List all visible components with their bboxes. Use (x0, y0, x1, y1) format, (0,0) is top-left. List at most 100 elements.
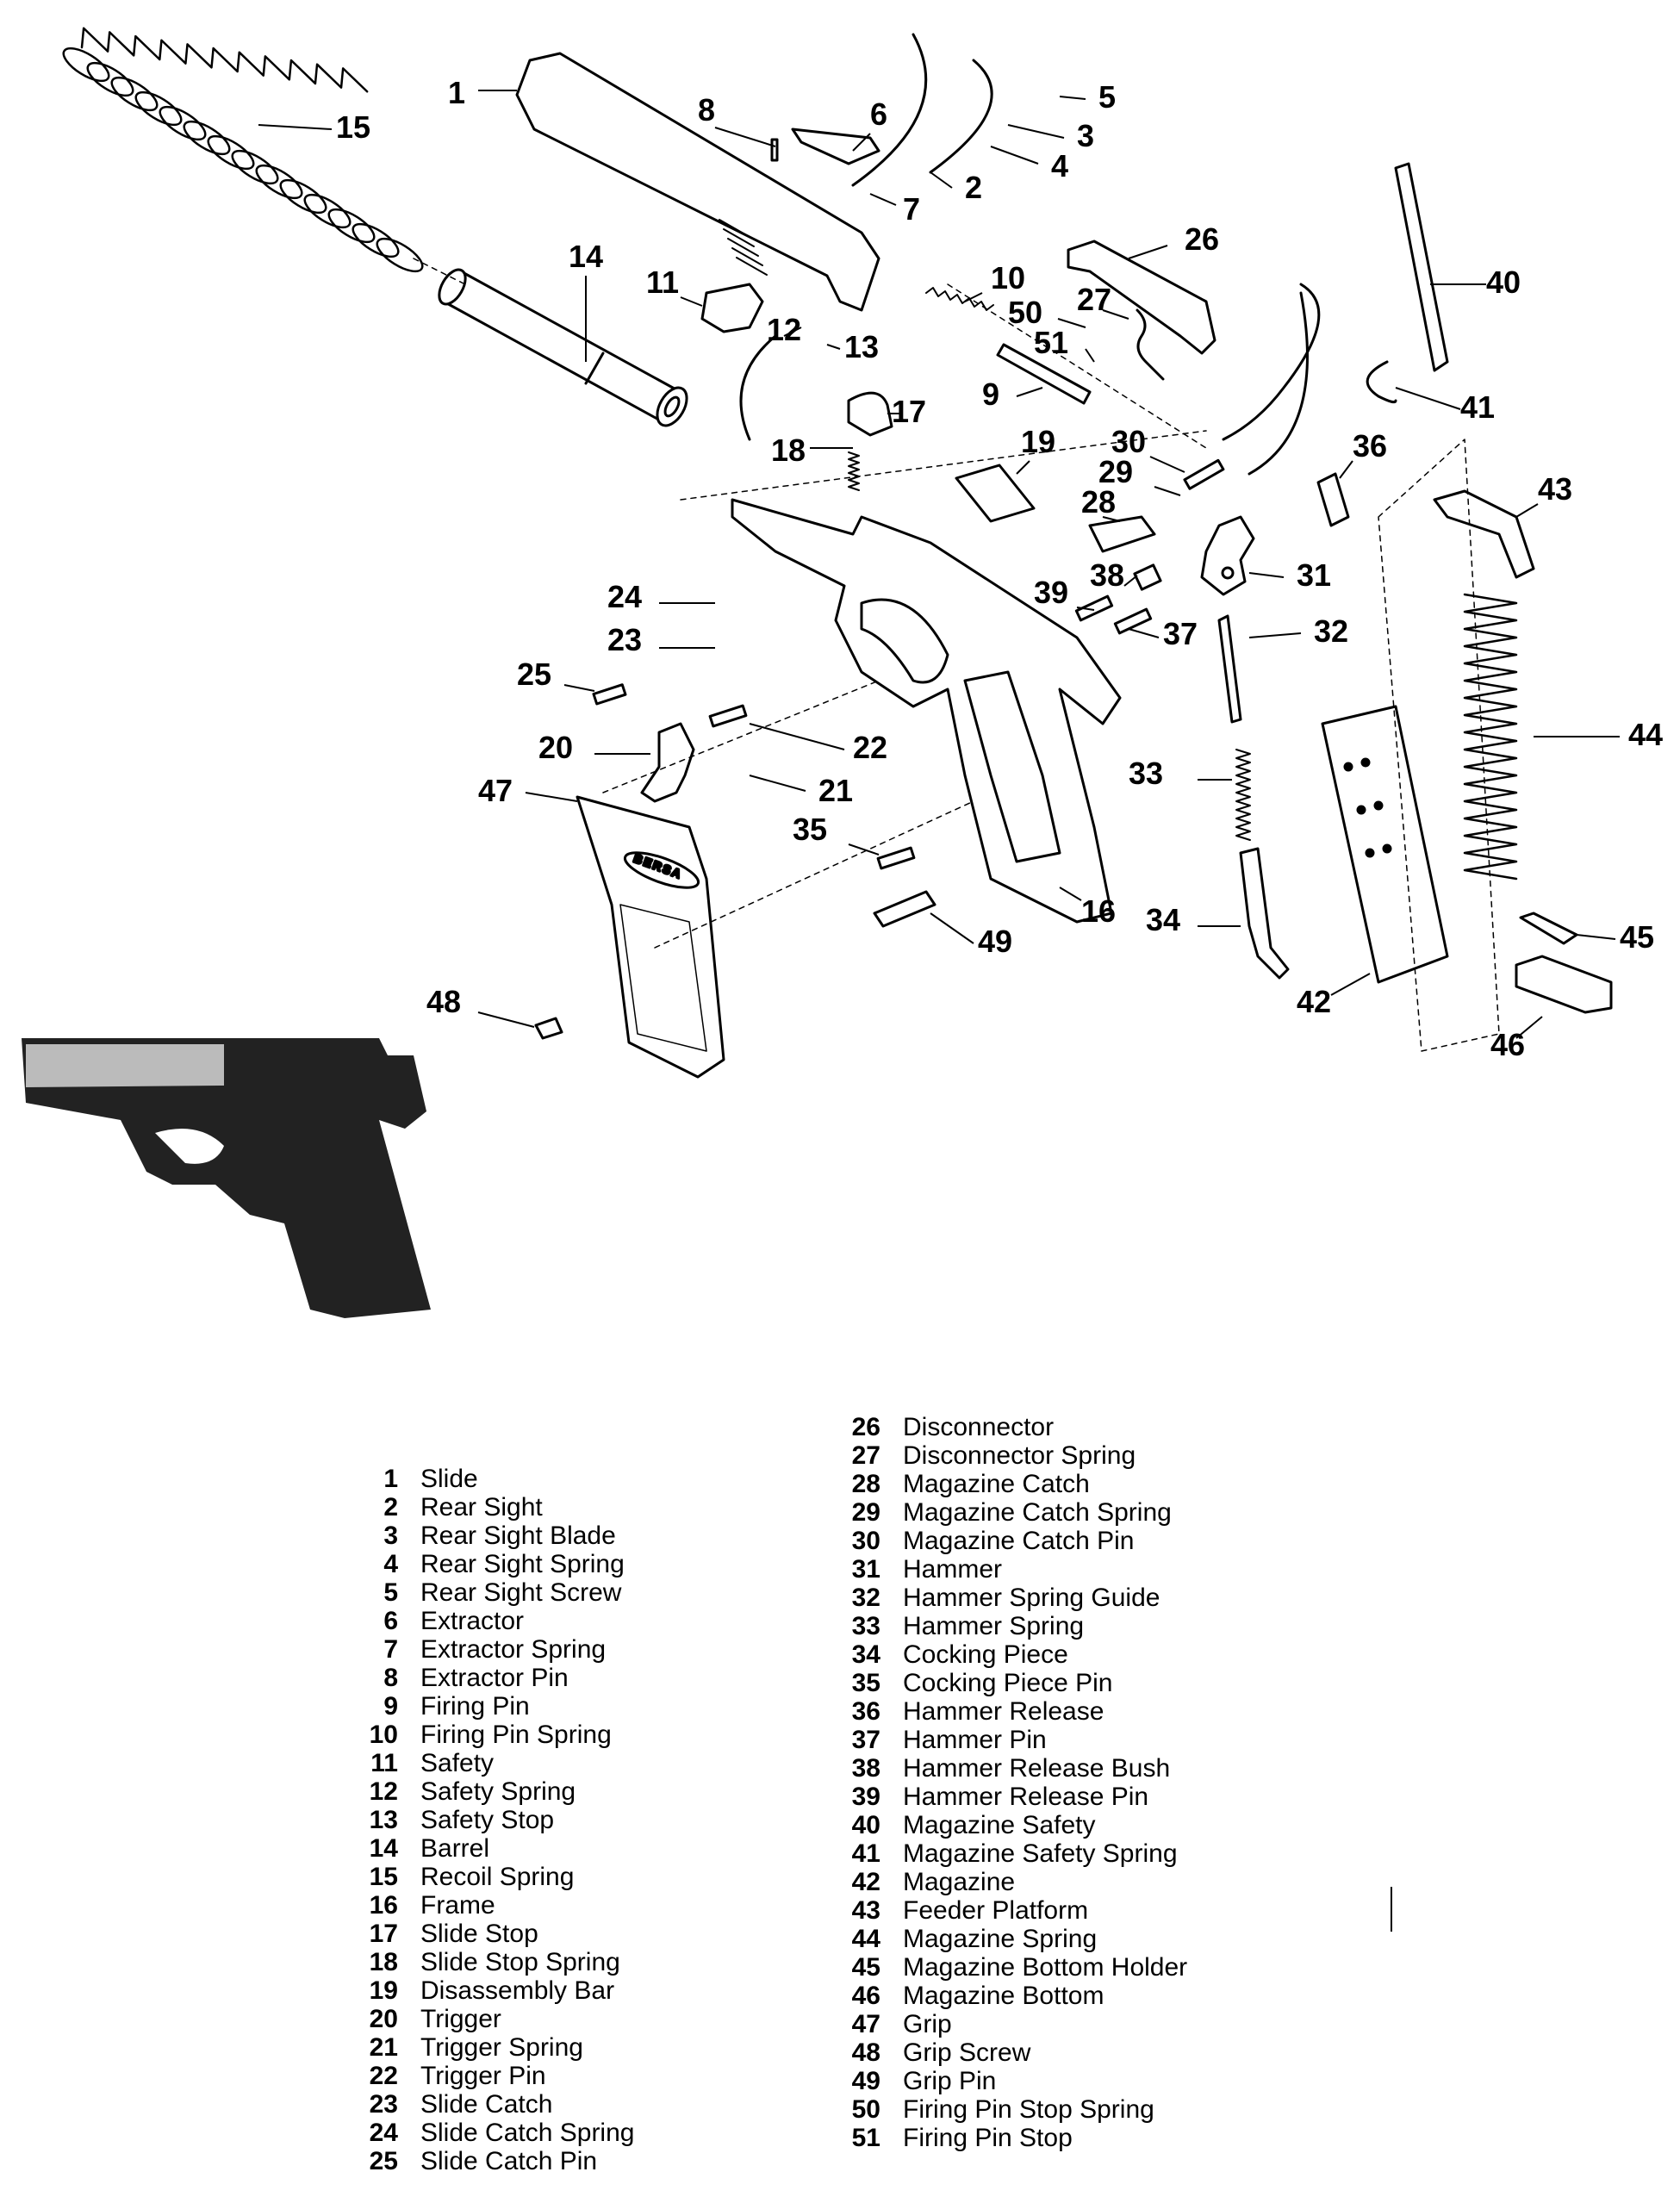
legend-item-number: 34 (851, 1640, 880, 1669)
slide (515, 52, 880, 312)
legend-item-number: 41 (851, 1839, 880, 1868)
legend-item-number: 29 (851, 1498, 880, 1527)
legend-item-name: Grip Pin (903, 2067, 997, 2095)
legend-item-number: 2 (383, 1493, 398, 1522)
legend-item-name: Firing Pin Spring (420, 1721, 612, 1749)
callout-label-43: 43 (1538, 471, 1572, 507)
recoil-spring-coils (62, 47, 424, 273)
callout-leader-35 (848, 843, 880, 856)
legend-item-name: Grip (903, 2010, 952, 2038)
callout-leader-46 (1515, 1016, 1543, 1039)
callout-label-44: 44 (1628, 717, 1663, 752)
assembly-lines (413, 258, 1500, 1052)
legend-item-number: 23 (369, 2090, 398, 2119)
frame-grip-window (963, 670, 1061, 863)
callout-label-21: 21 (818, 773, 853, 808)
legend-item-name: Extractor (420, 1607, 525, 1635)
slide-stop-spring (848, 451, 860, 491)
callout-label-8: 8 (698, 92, 715, 128)
legend-item-number: 17 (369, 1920, 398, 1948)
callout-leader-30 (1149, 456, 1185, 473)
callout-label-1: 1 (448, 75, 465, 110)
callout-leader-21 (749, 775, 806, 792)
legend-item-name: Frame (420, 1891, 495, 1920)
magazine-safety-spring (1366, 360, 1397, 404)
legend-item-number: 11 (370, 1749, 398, 1777)
callout-label-4: 4 (1051, 148, 1068, 184)
callout-leader-25 (563, 684, 595, 692)
callout-leader-22 (749, 723, 845, 750)
legend-item-number: 18 (369, 1948, 398, 1976)
legend-item-name: Magazine Bottom (903, 1982, 1104, 2010)
legend-item-name: Cocking Piece Pin (903, 1669, 1113, 1697)
frame (731, 498, 1122, 924)
callout-label-37: 37 (1163, 616, 1198, 651)
legend-item-name: Slide (420, 1465, 478, 1493)
barrel (442, 270, 682, 424)
legend-item-number: 46 (851, 1982, 880, 2010)
callout-label-40: 40 (1486, 264, 1521, 300)
legend-item-number: 21 (369, 2033, 398, 2062)
firing-pin (996, 343, 1092, 405)
callout-label-27: 27 (1077, 282, 1111, 317)
cocking-piece (1239, 847, 1290, 980)
legend-item-number: 28 (851, 1470, 880, 1498)
grip-panel (576, 795, 725, 1079)
legend-item-number: 25 (369, 2147, 398, 2175)
callout-leader-4 (990, 146, 1039, 165)
callout-label-6: 6 (870, 96, 887, 132)
legend-item-number: 20 (369, 2005, 398, 2033)
callout-leader-8 (714, 127, 776, 147)
magazine-bottom-holder (1519, 912, 1578, 945)
legend-item-name: Hammer Release Pin (903, 1783, 1149, 1811)
callout-leader-3 (1007, 124, 1065, 139)
legend-item-number: 24 (369, 2119, 398, 2147)
legend-item-name: Slide Catch Spring (420, 2119, 635, 2147)
legend-item-number: 12 (369, 1777, 398, 1806)
legend-item-number: 47 (851, 2010, 880, 2038)
magazine-bottom (1515, 955, 1613, 1014)
legend-item-number: 15 (369, 1863, 398, 1891)
callout-leader-26 (1128, 245, 1168, 259)
callout-leader-49 (930, 912, 974, 944)
slide-stop (847, 391, 893, 437)
callout-label-14: 14 (569, 239, 603, 274)
callout-label-17: 17 (892, 394, 926, 429)
legend-item-name: Safety Stop (420, 1806, 555, 1834)
callout-label-51: 51 (1034, 325, 1068, 360)
legend-item-name: Magazine (903, 1868, 1016, 1896)
callout-label-48: 48 (426, 984, 461, 1019)
callout-leader-31 (1248, 572, 1285, 578)
callout-label-15: 15 (336, 109, 370, 145)
callout-leader-42 (1330, 973, 1371, 996)
disconnector (1067, 240, 1216, 355)
callout-label-31: 31 (1297, 557, 1331, 593)
legend-item-name: Barrel (420, 1834, 490, 1863)
legend-item-number: 13 (369, 1806, 398, 1834)
callout-label-46: 46 (1490, 1027, 1525, 1062)
callout-leader-48 (477, 1011, 535, 1028)
legend-item-name: Safety (420, 1749, 495, 1777)
callout-leader-7 (869, 193, 897, 206)
magazine-spring (1463, 593, 1518, 881)
legend-item-name: Magazine Catch Pin (903, 1527, 1135, 1555)
callout-label-10: 10 (991, 260, 1025, 296)
legend-item: 46 Magazine Bottom (827, 1982, 1187, 2010)
legend-item-name: Magazine Safety (903, 1811, 1096, 1839)
callout-label-49: 49 (978, 924, 1012, 959)
callout-leader-5 (1059, 96, 1086, 100)
